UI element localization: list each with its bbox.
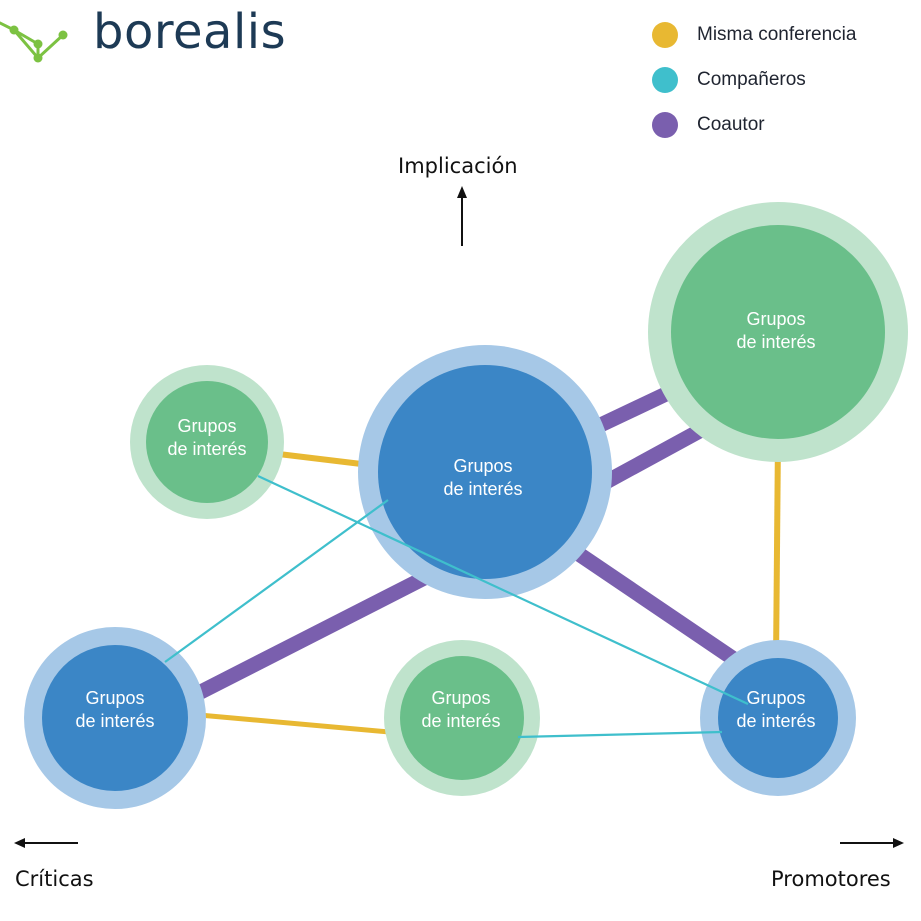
node-label-line1: Grupos (431, 688, 491, 708)
legend-label: Misma conferencia (697, 24, 857, 45)
node-label-line1: Grupos (746, 309, 806, 329)
legend-item-companeros: Compañeros (652, 65, 806, 95)
connections-thin (164, 475, 749, 739)
node-label-top-right-green: Grupos de interés (706, 308, 846, 354)
node-label-bottom-center-green: Grupos de interés (391, 687, 531, 733)
node-label-line2: de interés (421, 711, 501, 731)
legend-item-coautor: Coautor (652, 110, 765, 140)
node-bottom-left-blue (42, 645, 188, 791)
edge-coautor-center-topright-lower (591, 421, 709, 495)
edge-companeros-leftgreen-bottomright (257, 475, 749, 705)
node-label-left-green: Grupos de interés (137, 415, 277, 461)
axis-label-promotores: Promotores (771, 867, 891, 891)
node-label-center-blue: Grupos de interés (413, 455, 553, 501)
legend-dot-yellow (652, 22, 678, 48)
legend-label: Compañeros (697, 69, 806, 90)
axis-arrows (14, 186, 904, 848)
node-bottom-right-blue (718, 658, 838, 778)
node-cores (42, 225, 885, 791)
edge-conferencia-bottomleft-bottomcenter (187, 711, 401, 736)
edge-coautor-center-bottomleft (181, 563, 444, 707)
legend-dot-purple (652, 112, 678, 138)
node-label-line2: de interés (736, 711, 816, 731)
node-label-line2: de interés (75, 711, 155, 731)
node-label-line1: Grupos (453, 456, 513, 476)
edge-companeros-bottomcenter-bottomright (517, 730, 723, 739)
brand-name: borealis (93, 4, 287, 60)
axis-label-implicacion: Implicación (398, 154, 518, 178)
edge-coautor-center-bottomright (565, 541, 755, 677)
node-top-right-green (671, 225, 885, 439)
edge-conferencia-topright-bottomright (773, 436, 781, 663)
node-label-line2: de interés (167, 439, 247, 459)
node-label-line2: de interés (443, 479, 523, 499)
legend-label: Coautor (697, 114, 765, 135)
node-label-bottom-left-blue: Grupos de interés (45, 687, 185, 733)
legend-dot-cyan (652, 67, 678, 93)
logo-icon (0, 21, 68, 63)
node-label-line1: Grupos (85, 688, 145, 708)
node-left-green (146, 381, 268, 503)
node-center-blue (378, 365, 592, 579)
axis-label-criticas: Críticas (15, 867, 94, 891)
edge-companeros-bottomleft-center (164, 499, 389, 663)
node-label-line1: Grupos (746, 688, 806, 708)
node-label-bottom-right-blue: Grupos de interés (706, 687, 846, 733)
node-label-line1: Grupos (177, 416, 237, 436)
node-bottom-center-green (400, 656, 524, 780)
legend-item-misma-conferencia: Misma conferencia (652, 20, 856, 50)
node-label-line2: de interés (736, 332, 816, 352)
